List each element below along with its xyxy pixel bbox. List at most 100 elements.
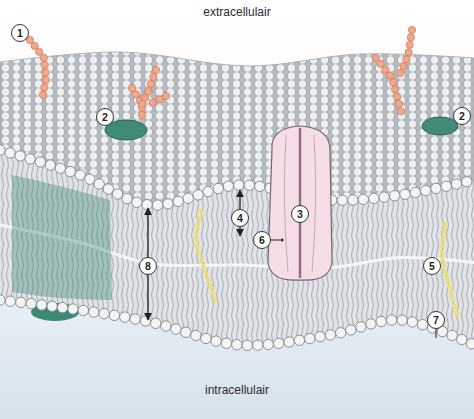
callout-number: 5 bbox=[423, 257, 441, 275]
phospholipid-head bbox=[68, 304, 78, 314]
phospholipid-head bbox=[94, 179, 104, 189]
phospholipid-head bbox=[16, 297, 26, 307]
phospholipid-head bbox=[221, 338, 231, 348]
phospholipid-head bbox=[99, 308, 109, 318]
phospholipid-head bbox=[223, 181, 233, 191]
phospholipid-head bbox=[441, 181, 451, 191]
sugar-bead bbox=[147, 80, 154, 87]
phospholipid-head bbox=[294, 335, 304, 345]
leader-line bbox=[270, 240, 280, 241]
phospholipid-head bbox=[25, 154, 35, 164]
phospholipid-head bbox=[163, 199, 173, 209]
phospholipid-head bbox=[447, 330, 457, 340]
sugar-bead bbox=[407, 34, 414, 41]
sugar-bead bbox=[394, 93, 401, 100]
phospholipid-head bbox=[120, 312, 130, 322]
phospholipid-head bbox=[376, 316, 386, 326]
callout-number: 8 bbox=[139, 257, 157, 275]
phospholipid-head bbox=[366, 319, 376, 329]
phospholipid-head bbox=[78, 305, 88, 315]
sugar-bead bbox=[386, 72, 393, 79]
phospholipid-head bbox=[193, 190, 203, 200]
sugar-bead bbox=[156, 96, 163, 103]
callout-number: 2 bbox=[453, 107, 471, 125]
phospholipid-head bbox=[140, 316, 150, 326]
phospholipid-head bbox=[315, 331, 325, 341]
region-label: intracellulair bbox=[205, 383, 269, 397]
phospholipid-head bbox=[171, 324, 181, 334]
phospholipid-head bbox=[325, 330, 335, 340]
phospholipid-head bbox=[132, 197, 142, 207]
phospholipid-head bbox=[337, 195, 347, 205]
channel-protein bbox=[268, 126, 332, 280]
outer-heads-line bbox=[0, 150, 474, 205]
phospholipid-head bbox=[55, 163, 65, 173]
phospholipid-head bbox=[234, 180, 244, 190]
phospholipid-head bbox=[191, 330, 201, 340]
phospholipid-head bbox=[35, 157, 45, 167]
phospholipid-head bbox=[466, 339, 474, 349]
phospholipid-head bbox=[356, 322, 366, 332]
phospholipid-head bbox=[273, 338, 283, 348]
phospholipid-head bbox=[181, 327, 191, 337]
sugar-bead bbox=[128, 84, 135, 91]
phospholipid-head bbox=[122, 193, 132, 203]
phospholipid-head bbox=[369, 193, 379, 203]
phospholipid-head bbox=[386, 315, 396, 325]
phospholipid-head bbox=[109, 310, 119, 320]
sugar-chain bbox=[128, 84, 145, 118]
phospholipid-head bbox=[284, 337, 294, 347]
leader-line bbox=[436, 328, 437, 338]
phospholipid-head bbox=[348, 195, 358, 205]
callout-number: 3 bbox=[291, 205, 309, 223]
sugar-bead bbox=[395, 100, 402, 107]
sugar-chain bbox=[397, 26, 416, 76]
phospholipid-head bbox=[112, 189, 122, 199]
phospholipid-head bbox=[5, 148, 15, 158]
phospholipid-head bbox=[57, 302, 67, 312]
sugar-bead bbox=[138, 100, 145, 107]
sugar-bead bbox=[390, 79, 397, 86]
integral-protein-shadow bbox=[12, 175, 112, 300]
sugar-bead bbox=[150, 73, 157, 80]
sugar-bead bbox=[42, 76, 49, 83]
lipid-tails bbox=[0, 150, 474, 345]
inner-heads-line bbox=[0, 300, 474, 345]
sugar-bead bbox=[132, 91, 139, 98]
phospholipid-head bbox=[253, 340, 263, 350]
sugar-bead bbox=[41, 62, 48, 69]
phospholipid-head bbox=[420, 185, 430, 195]
phospholipid-head bbox=[85, 174, 95, 184]
phospholipid-head bbox=[451, 179, 461, 189]
phospholipid-head bbox=[47, 301, 57, 311]
sugar-bead bbox=[149, 99, 156, 106]
sugar-bead bbox=[145, 88, 152, 95]
phospholipid-head bbox=[336, 328, 346, 338]
phospholipid-head bbox=[152, 200, 162, 210]
phospholipid-head bbox=[400, 189, 410, 199]
phospholipid-head bbox=[244, 180, 254, 190]
phospholipid-head bbox=[5, 296, 15, 306]
callout-number: 4 bbox=[231, 209, 249, 227]
sugar-bead bbox=[397, 108, 404, 115]
sugar-bead bbox=[397, 69, 404, 76]
sugar-bead bbox=[400, 63, 407, 70]
phospholipid-head bbox=[201, 333, 211, 343]
sugar-bead bbox=[152, 66, 159, 73]
sugar-chain bbox=[149, 92, 170, 106]
phospholipid-head bbox=[379, 192, 389, 202]
inner-heads bbox=[0, 295, 474, 351]
sugar-bead bbox=[403, 56, 410, 63]
sugar-bead bbox=[162, 92, 169, 99]
callout-number: 2 bbox=[96, 108, 114, 126]
phospholipid-head bbox=[255, 181, 265, 191]
phospholipid-head bbox=[26, 298, 36, 308]
sugar-chain bbox=[26, 36, 49, 98]
sugar-bead bbox=[42, 69, 49, 76]
phospholipid-head bbox=[211, 336, 221, 346]
region-label: extracellulair bbox=[203, 5, 270, 19]
phospholipid-head bbox=[65, 166, 75, 176]
